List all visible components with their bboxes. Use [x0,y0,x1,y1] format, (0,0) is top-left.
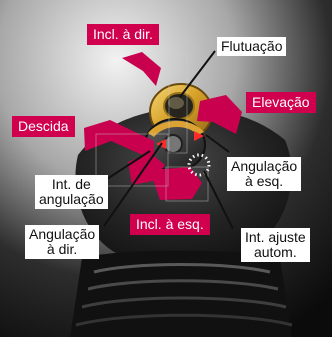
angulation-left-label: Angulação à esq. [227,157,302,191]
auto-adjust-switch-label: Int. ajuste autom. [241,228,310,262]
callout-lines [103,50,234,230]
lower-arrow-icon [84,120,154,160]
float-label: Flutuação [217,37,287,56]
tilt-left-label: Incl. à esq. [130,214,210,235]
tilt-right-arrow-icon [122,52,161,86]
lift-arrow-icon [197,95,242,134]
auto-adjust-switch-icon [187,153,211,177]
tilt-right-label: Incl. à dir. [87,24,159,45]
angulation-switch-label: Int. de angulação [35,175,108,209]
lift-label: Elevação [246,92,316,113]
angulation-right-label: Angulação à dir. [25,225,100,259]
ribbed-boot [70,250,293,337]
right-red-arrow-icon [194,131,204,141]
lower-label: Descida [12,116,75,137]
tilt-left-arrow-icon [150,167,202,200]
